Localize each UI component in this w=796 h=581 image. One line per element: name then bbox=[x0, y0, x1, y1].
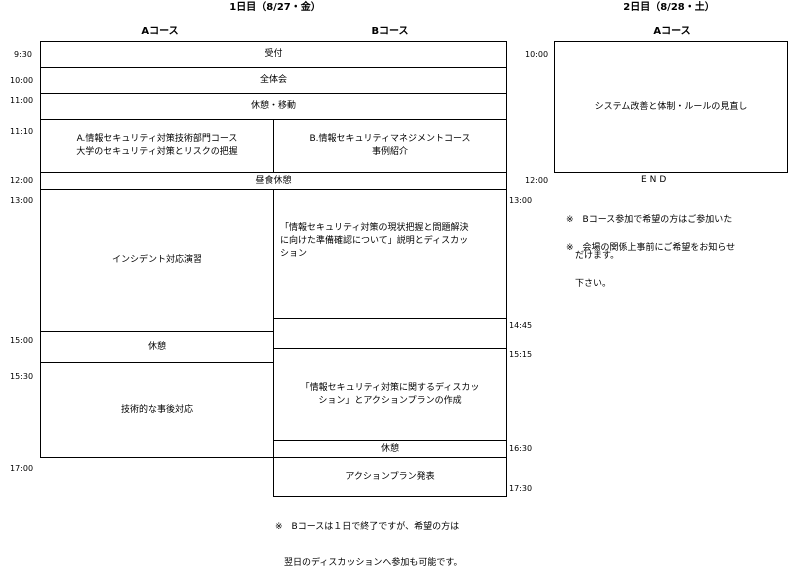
day1-note-line1: ※ Bコースは１日で終了ですが、希望の方は bbox=[275, 522, 460, 532]
block-b-session1: B.情報セキュリティマネジメントコース 事例紹介 bbox=[273, 119, 507, 173]
day2-note1-line2: だけます。 bbox=[566, 251, 620, 261]
block-b-session1-line1: B.情報セキュリティマネジメントコース bbox=[309, 134, 471, 144]
block-b-session2: 「情報セキュリティ対策の現状把握と問題解決 に向けた準備確認について」説明とディ… bbox=[273, 189, 507, 319]
block-b-session2-line1: 「情報セキュリティ対策の現状把握と問題解決 bbox=[280, 223, 469, 233]
day1-title: 1日目（8/27・金） bbox=[229, 2, 321, 13]
block-b-session3-line2: ション」とアクションプランの作成 bbox=[318, 395, 462, 406]
block-day2-session-label: システム改善と体制・ルールの見直し bbox=[594, 101, 748, 112]
block-lunch: 昼食休憩 bbox=[40, 172, 507, 190]
block-a-break-label: 休憩 bbox=[147, 341, 166, 352]
time-label-1530: 15:30 bbox=[10, 372, 34, 381]
time-label-day2-1200: 12:00 bbox=[525, 176, 549, 185]
day2-end-label: END bbox=[641, 175, 670, 185]
block-day2-session: システム改善と体制・ルールの見直し bbox=[554, 41, 788, 173]
block-a-session1-line2: 大学のセキュリティ対策とリスクの把握 bbox=[76, 147, 238, 157]
time-label-b-1630: 16:30 bbox=[509, 444, 533, 453]
block-a-post-label: 技術的な事後対応 bbox=[120, 404, 193, 415]
day2-note1: ※ Bコース参加で希望の方はご参加いた だけます。 bbox=[566, 190, 732, 274]
block-b-break-label: 休憩 bbox=[380, 443, 399, 454]
day2-note2-line2: 下さい。 bbox=[566, 279, 612, 289]
block-plenary: 全体会 bbox=[40, 67, 507, 94]
day1-note: ※ Bコースは１日で終了ですが、希望の方は 翌日のディスカッションへ参加も可能で… bbox=[275, 497, 462, 581]
block-b-session3-line1: 「情報セキュリティ対策に関するディスカッ bbox=[300, 382, 480, 393]
block-break-move-label: 休憩・移動 bbox=[250, 101, 296, 111]
time-label-1700: 17:00 bbox=[10, 464, 34, 473]
time-label-b-1300: 13:00 bbox=[509, 196, 533, 205]
time-label-b-1445: 14:45 bbox=[509, 321, 533, 330]
day1-note-line2: 翌日のディスカッションへ参加も可能です。 bbox=[275, 558, 463, 568]
block-a-incident: インシデント対応演習 bbox=[40, 189, 274, 332]
time-label-0930: 9:30 bbox=[14, 50, 32, 59]
time-label-1100: 11:00 bbox=[10, 96, 34, 105]
block-b-action: アクションプラン発表 bbox=[273, 457, 507, 497]
block-reception: 受付 bbox=[40, 41, 507, 68]
block-b-session3: 「情報セキュリティ対策に関するディスカッ ション」とアクションプランの作成 bbox=[273, 348, 507, 441]
day2-note2: ※ 会場の関係上事前にご希望をお知らせ 下さい。 bbox=[566, 218, 735, 302]
block-b-gap bbox=[273, 318, 507, 349]
block-a-session1-line1: A.情報セキュリティ対策技術部門コース bbox=[76, 134, 238, 144]
day2-note2-line1: ※ 会場の関係上事前にご希望をお知らせ bbox=[566, 243, 736, 253]
time-label-1000: 10:00 bbox=[10, 76, 34, 85]
block-break-move: 休憩・移動 bbox=[40, 93, 507, 120]
block-b-session2-line3: ション bbox=[280, 249, 308, 259]
time-label-1110: 11:10 bbox=[10, 127, 34, 136]
day2-course-a-label: Aコース bbox=[653, 26, 691, 37]
block-b-session2-line2: に向けた準備確認について」説明とディスカッ bbox=[280, 236, 469, 246]
block-a-session1: A.情報セキュリティ対策技術部門コース 大学のセキュリティ対策とリスクの把握 bbox=[40, 119, 274, 173]
block-plenary-label: 全体会 bbox=[259, 75, 287, 85]
block-b-break: 休憩 bbox=[273, 440, 507, 458]
block-a-post: 技術的な事後対応 bbox=[40, 362, 274, 458]
block-a-incident-label: インシデント対応演習 bbox=[111, 255, 202, 265]
time-label-day2-1000: 10:00 bbox=[525, 50, 549, 59]
day1-course-b-label: Bコース bbox=[371, 26, 409, 37]
day2-note1-line1: ※ Bコース参加で希望の方はご参加いた bbox=[566, 215, 733, 225]
time-label-b-1730: 17:30 bbox=[509, 484, 533, 493]
time-label-1200: 12:00 bbox=[10, 176, 34, 185]
block-a-break: 休憩 bbox=[40, 331, 274, 363]
time-label-1300: 13:00 bbox=[10, 196, 34, 205]
block-b-action-label: アクションプラン発表 bbox=[345, 471, 435, 482]
time-label-1500: 15:00 bbox=[10, 336, 34, 345]
day2-title: 2日目（8/28・土） bbox=[623, 2, 715, 13]
block-reception-label: 受付 bbox=[264, 49, 283, 59]
block-b-session1-line2: 事例紹介 bbox=[371, 147, 408, 157]
block-lunch-label: 昼食休憩 bbox=[255, 175, 292, 186]
day1-course-a-label: Aコース bbox=[141, 26, 179, 37]
time-label-b-1515: 15:15 bbox=[509, 350, 533, 359]
